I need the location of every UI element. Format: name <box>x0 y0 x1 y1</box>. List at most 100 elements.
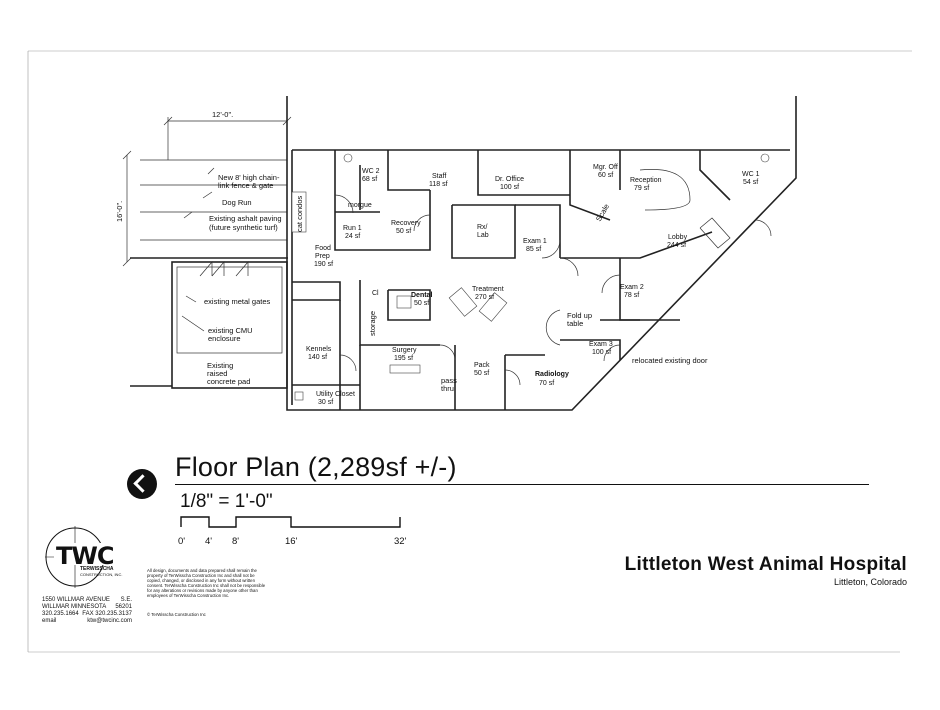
door-swings <box>334 194 772 386</box>
note-dog-run: Dog Run <box>222 198 252 207</box>
scale-tick-4: 4' <box>205 536 213 547</box>
room-mgr-off-area: 60 sf <box>598 172 613 179</box>
addr-city: WILLMAR MINNESOTA <box>42 604 107 610</box>
addr-email[interactable]: ktw@twcinc.com <box>87 618 132 624</box>
title-underline <box>175 484 869 485</box>
room-dr-office-name: Dr. Office <box>495 176 524 183</box>
note-cmu-2: enclosure <box>208 334 241 343</box>
room-exam2-name: Exam 2 <box>620 284 644 291</box>
room-pack-name: Pack <box>474 362 490 369</box>
firm-logo-subtitle: TERWISSCHA <box>80 566 114 572</box>
room-staff-name: Staff <box>432 173 446 180</box>
room-reception-area: 79 sf <box>634 185 649 192</box>
room-recovery-name: Recovery <box>391 220 421 227</box>
room-wc2-area: 68 sf <box>362 176 377 183</box>
firm-address-line-2: WILLMAR MINNESOTA 56201 <box>42 604 132 610</box>
firm-logo-text: TWC <box>56 542 114 570</box>
note-fence-2: link fence & gate <box>218 181 273 190</box>
firm-address-line-4: email ktw@twcinc.com <box>42 618 132 624</box>
room-utility-area: 30 sf <box>318 399 333 406</box>
addr-fax: FAX 320.235.3137 <box>82 611 132 617</box>
firm-address-line-3: 320.235.1664 FAX 320.235.3137 <box>42 611 132 617</box>
addr-email-label: email <box>42 618 57 624</box>
room-labels: WC 2 68 sf morgue Staff 118 sf Dr. Offic… <box>306 164 760 406</box>
dimension-16ft: 16'-0". <box>115 150 132 267</box>
note-cmu-1: existing CMU <box>208 326 253 335</box>
scale-label: 1/8" = 1'-0" <box>180 491 273 512</box>
addr-street-suffix: S.E. <box>120 597 132 603</box>
back-arrow-icon[interactable] <box>127 469 157 499</box>
room-kennels-name: Kennels <box>306 346 332 353</box>
firm-logo-subtitle-2: CONSTRUCTION, INC. <box>80 572 123 577</box>
note-fold-up-1: Fold up <box>567 311 592 320</box>
addr-street: 1550 WILLMAR AVENUE <box>42 597 110 603</box>
room-pack-area: 50 sf <box>474 370 489 377</box>
room-run1-area: 24 sf <box>345 233 360 240</box>
dimension-12ft: 12'-0". <box>163 110 292 160</box>
addr-phone: 320.235.1664 <box>42 611 79 617</box>
room-radiology-area: 70 sf <box>539 380 554 387</box>
note-fence-1: New 8' high chain- <box>218 173 280 182</box>
room-surgery-name: Surgery <box>392 347 417 354</box>
note-gates: existing metal gates <box>204 297 271 306</box>
room-cl-name: Cl <box>372 290 379 297</box>
room-exam3-area: 100 sf <box>592 349 611 356</box>
room-lobby-name: Lobby <box>668 234 688 241</box>
room-mgr-off-name: Mgr. Off <box>593 164 618 171</box>
note-pad-1: Existing <box>207 361 233 370</box>
note-pad-2: raised <box>207 369 227 378</box>
room-food-prep-area: 190 sf <box>314 261 333 268</box>
room-run1-name: Run 1 <box>343 225 362 232</box>
firm-logo-mark <box>45 526 128 588</box>
scale-tick-0: 0' <box>178 536 186 547</box>
note-cat-condos: cat condos <box>295 195 304 232</box>
room-treatment-area: 270 sf <box>475 294 494 301</box>
addr-zip: 56201 <box>115 604 132 610</box>
note-fold-up-2: table <box>567 319 583 328</box>
room-treatment-name: Treatment <box>472 286 504 293</box>
room-exam1-area: 85 sf <box>526 246 541 253</box>
room-dr-office-area: 100 sf <box>500 184 519 191</box>
scale-tick-16: 16' <box>285 536 298 547</box>
room-morgue-name: morgue <box>348 202 372 209</box>
room-radiology-name: Radiology <box>535 371 569 378</box>
project-location: Littleton, Colorado <box>833 577 907 587</box>
scale-tick-8: 8' <box>232 536 240 547</box>
room-utility-name: Utility Closet <box>316 391 355 398</box>
drawing-title: Floor Plan (2,289sf +/-) <box>175 452 457 482</box>
room-wc2-name: WC 2 <box>362 168 380 175</box>
room-wc1-name: WC 1 <box>742 171 760 178</box>
note-paving-2: (future synthetic turf) <box>209 223 278 232</box>
room-exam1-name: Exam 1 <box>523 238 547 245</box>
building-walls <box>286 96 797 411</box>
project-name: Littleton West Animal Hospital <box>624 554 907 575</box>
room-dental-area: 50 sf <box>414 300 429 307</box>
room-food-prep-name-2: Prep <box>315 253 330 260</box>
room-rxlab-name-2: Lab <box>477 232 489 239</box>
dim-12-label: 12'-0". <box>212 110 233 119</box>
room-dental-name: Dental <box>411 292 432 299</box>
room-exam2-area: 78 sf <box>624 292 639 299</box>
note-pass-thru-1: pass <box>441 376 457 385</box>
firm-address-line-1: 1550 WILLMAR AVENUE S.E. <box>42 597 132 603</box>
room-wc1-area: 54 sf <box>743 179 758 186</box>
room-surgery-area: 195 sf <box>394 355 413 362</box>
note-storage: storage <box>368 311 377 336</box>
note-pad-3: concrete pad <box>207 377 250 386</box>
room-kennels-area: 140 sf <box>308 354 327 361</box>
fixtures <box>291 153 770 401</box>
room-food-prep-name-1: Food <box>315 245 331 252</box>
room-staff-area: 118 sf <box>429 181 448 188</box>
room-exam3-name: Exam 3 <box>589 341 613 348</box>
scale-tick-32: 32' <box>394 536 407 547</box>
copyright-notice: © TerWisscha Construction Inc <box>147 612 206 617</box>
note-paving-1: Existing ashalt paving <box>209 214 282 223</box>
room-rxlab-name-1: Rx/ <box>477 224 488 231</box>
note-pass-thru-2: thru <box>441 384 454 393</box>
room-recovery-area: 50 sf <box>396 228 411 235</box>
room-lobby-area: 244 sf <box>667 242 686 249</box>
plan-notes: New 8' high chain- link fence & gate Dog… <box>181 167 708 393</box>
legal-notice: All design, documents and data prepared … <box>147 568 266 598</box>
